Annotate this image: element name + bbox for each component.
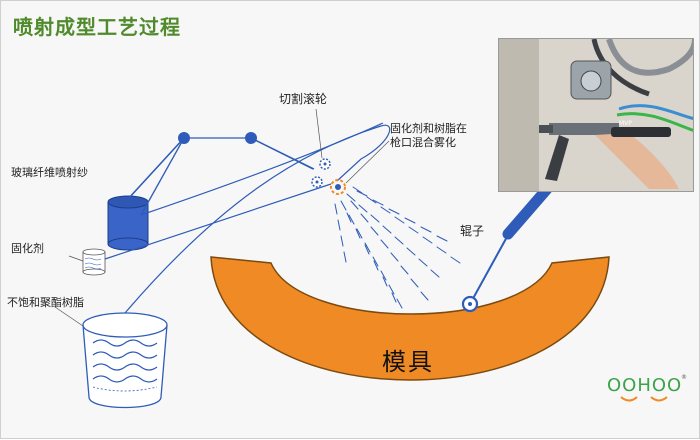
fiber-path [127, 137, 315, 216]
pulley-right [245, 132, 257, 144]
spray-gun-icon: MVP [499, 39, 693, 191]
spray-fibers [334, 186, 461, 309]
brand-logo: OOHOO ® [607, 371, 689, 407]
label-mold: 模具 [382, 348, 434, 376]
resin-bucket-icon [82, 312, 168, 409]
fiber-spool-icon [107, 195, 149, 251]
svg-text:®: ® [681, 374, 687, 381]
pulley-left [178, 132, 190, 144]
spray-gun-photo: MVP [498, 38, 694, 192]
label-hardener: 固化剂 [11, 242, 44, 255]
brand-logo-icon: OOHOO ® [607, 374, 687, 402]
label-glass-fiber: 玻璃纤维喷射纱 [11, 166, 88, 179]
gear-icon [319, 158, 331, 170]
svg-text:MVP: MVP [619, 120, 632, 127]
svg-text:OOHOO: OOHOO [607, 375, 682, 396]
mold-body [210, 256, 610, 381]
roller-icon [461, 183, 553, 313]
spray-gun-icon [330, 179, 346, 195]
page-title: 喷射成型工艺过程 [13, 15, 181, 39]
label-mixing-line-2: 枪口混合雾化 [390, 136, 456, 149]
hardener-can-icon [82, 248, 106, 276]
gear-icon [311, 176, 323, 188]
label-mixing-line-1: 固化剂和树脂在 [390, 122, 467, 135]
label-cutter-roller: 切割滚轮 [279, 92, 328, 106]
mold [210, 256, 610, 381]
label-roller: 辊子 [460, 224, 485, 238]
label-resin: 不饱和聚酯树脂 [7, 296, 84, 309]
